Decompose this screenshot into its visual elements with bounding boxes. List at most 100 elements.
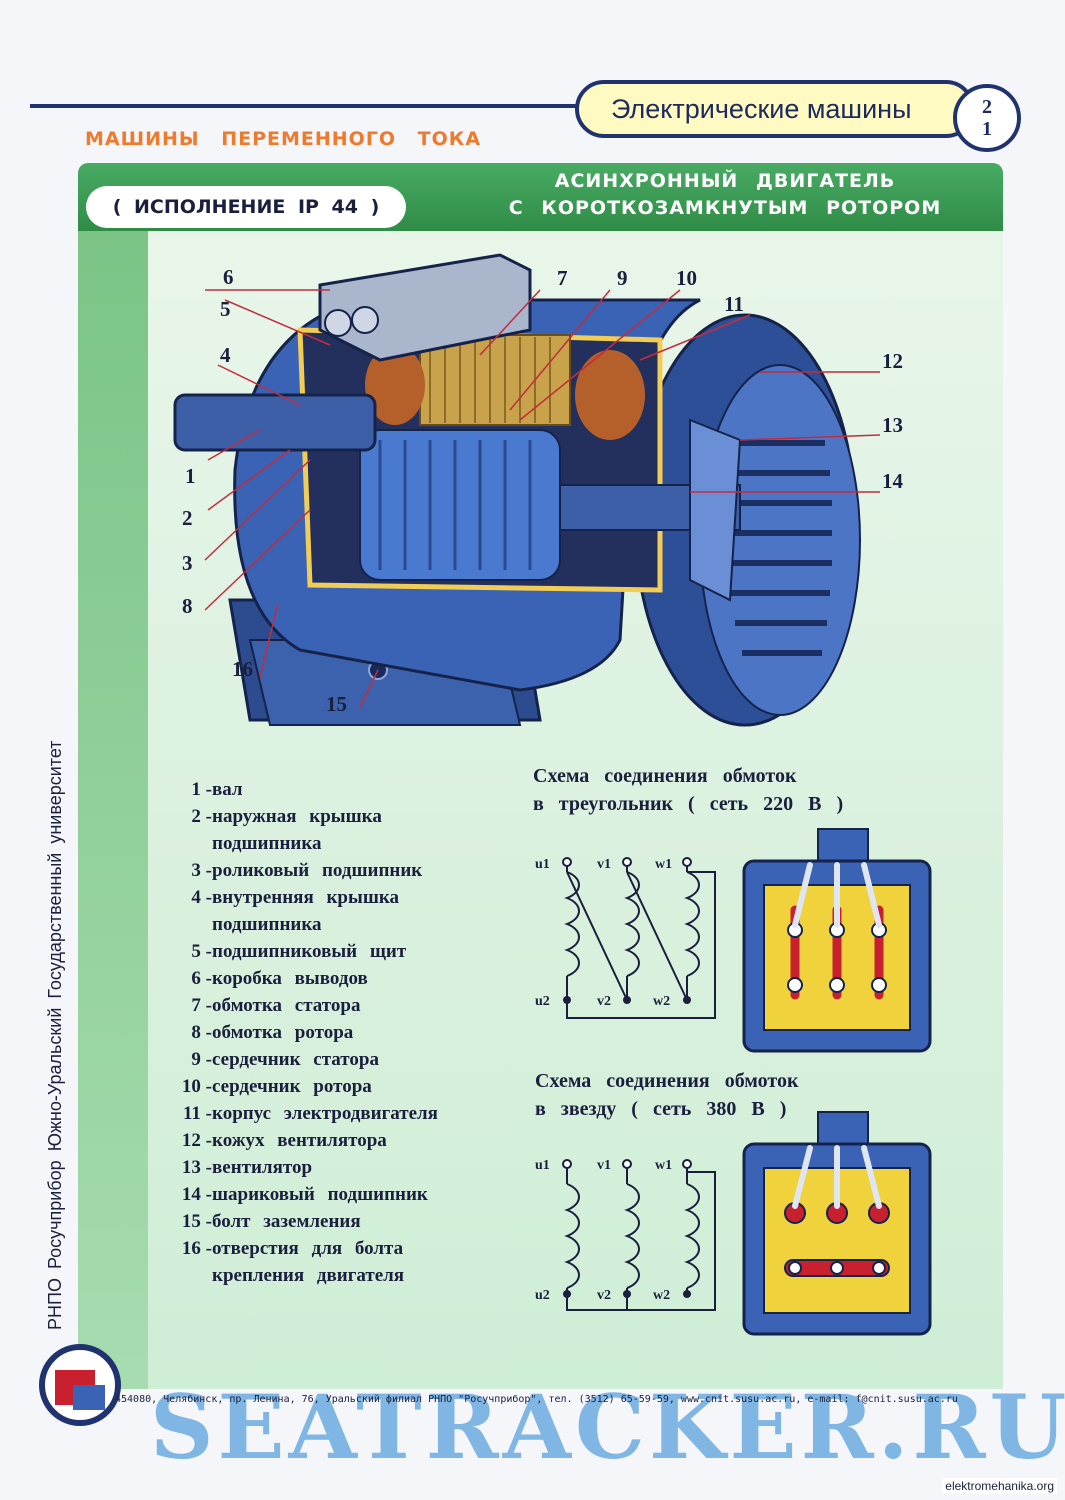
legend-item: 2 -наружная крышка [150,803,438,830]
callout-5: 5 [220,297,231,321]
callout-1: 1 [185,464,196,488]
delta-u2: u2 [535,994,550,1009]
delta-link-3 [566,871,716,1019]
star-u1: u1 [535,1158,550,1173]
callout-13: 13 [882,413,903,437]
legend-text: внутренняя крышка [212,887,400,908]
legend-text: сердечник ротора [212,1076,372,1097]
footer-address: 454080, Челябинск, пр. Ленина, 76, Ураль… [115,1394,958,1405]
delta-link-1 [566,871,628,1001]
legend-item: 12 -кожух вентилятора [150,1127,438,1154]
fan-grille-holes [728,440,832,656]
legend-text: болт заземления [212,1211,361,1232]
delta-u1: u1 [535,857,550,872]
winding-w [684,871,700,977]
winding-w [684,1183,700,1289]
callout-12: 12 [882,349,903,373]
delta-v2: v2 [597,994,611,1009]
star-v1: v1 [597,1158,611,1173]
terminal-gland-1 [324,309,352,337]
callout-15: 15 [326,692,347,716]
callout-10: 10 [676,266,697,290]
page-heading: МАШИНЫ ПЕРЕМЕННОГО ТОКА [85,128,482,150]
delta-w1: w1 [655,857,672,872]
legend-item: 3 -роликовый подшипник [150,857,438,884]
legend-number: 13 - [181,1157,212,1178]
star-wiring-diagram: u1 v1 w1 u2 v2 w2 [535,1158,716,1311]
header-title: Электрические машины [611,93,912,124]
legend-item: 11 -корпус электродвигателя [150,1100,438,1127]
legend-number: 7 - [191,995,212,1016]
legend-item: 5 -подшипниковый щит [150,938,438,965]
legend-item: 10 -сердечник ротора [150,1073,438,1100]
winding-v [624,1183,640,1289]
legend-number: 9 - [191,1049,212,1070]
page-number-bottom: 1 [982,118,992,140]
version-label: ( ИСПОЛНЕНИЕ IP 44 ) [86,186,406,228]
section-title-line-1: АСИНХРОННЫЙ ДВИГАТЕЛЬ [554,170,896,192]
panel-left-stripe [78,229,148,1389]
legend-number: 6 - [191,968,212,989]
legend-text: сердечник статора [212,1049,379,1070]
legend-text: коробка выводов [212,968,368,989]
rotor-bars [378,440,532,570]
callout-4: 4 [220,343,231,367]
legend-text: вентилятор [212,1157,313,1178]
callout-lines [204,289,881,708]
header-rule [30,104,580,108]
callout-9: 9 [617,266,628,290]
section-title-line-2: С КОРОТКОЗАМКНУТЫМ РОТОРОМ [508,197,942,219]
legend-number: 8 - [191,1022,212,1043]
legend-text: наружная крышка [212,806,382,827]
legend-text: кожух вентилятора [212,1130,387,1151]
legend-item: крепления двигателя [150,1262,438,1289]
legend-text: обмотка ротора [212,1022,354,1043]
legend-item: 1 -вал [150,776,438,803]
star-scheme-title: Схема соединения обмоток в звезду ( сеть… [535,1067,799,1123]
legend-number: 2 - [191,806,212,827]
star-neutral [566,1171,716,1311]
legend-number: 10 - [181,1076,212,1097]
delta-wiring-diagram: u1 v1 w1 u2 v2 w2 [535,857,716,1019]
legend-number: 4 - [191,887,212,908]
watermark: SEATRACKER.RU [150,1375,1065,1479]
callout-14: 14 [882,469,904,493]
shaft [173,393,377,452]
star-v2: v2 [597,1288,611,1303]
legend-item: 13 -вентилятор [150,1154,438,1181]
callout-11: 11 [724,292,744,316]
star-scheme-title-line-2: в звезду ( сеть 380 В ) [535,1098,787,1120]
legend-item: 4 -внутренняя крышка [150,884,438,911]
callout-2: 2 [182,506,193,530]
legend-item: подшипника [150,830,438,857]
winding-v [624,871,640,977]
winding-u [564,1183,580,1289]
section-title: АСИНХРОННЫЙ ДВИГАТЕЛЬ С КОРОТКОЗАМКНУТЫМ… [450,168,1000,222]
legend-number: 3 - [191,860,212,881]
delta-scheme-title-line-1: Схема соединения обмоток [533,765,797,787]
legend-item: 15 -болт заземления [150,1208,438,1235]
star-scheme-title-line-1: Схема соединения обмоток [535,1070,799,1092]
stator-winding-right [575,350,645,440]
star-w2: w2 [653,1288,670,1303]
page-number-top: 2 [982,96,992,118]
star-u2: u2 [535,1288,550,1303]
legend-item: 6 -коробка выводов [150,965,438,992]
legend-text: корпус электродвигателя [212,1103,438,1124]
delta-link-2 [626,871,688,1001]
callout-8: 8 [182,594,193,618]
legend-text: вал [212,779,243,800]
legend-item: 14 -шариковый подшипник [150,1181,438,1208]
legend-text: подшипниковый щит [212,941,407,962]
stator-winding-left [365,345,425,425]
legend-number: 5 - [191,941,212,962]
header-title-pill: Электрические машины [575,80,975,138]
eye-bolt [485,275,525,315]
legend-text: подшипника [212,833,322,854]
callout-7: 7 [557,266,568,290]
legend-item: 8 -обмотка ротора [150,1019,438,1046]
legend-item: 9 -сердечник статора [150,1046,438,1073]
delta-scheme-title-line-2: в треугольник ( сеть 220 В ) [533,793,844,815]
delta-v1: v1 [597,857,611,872]
